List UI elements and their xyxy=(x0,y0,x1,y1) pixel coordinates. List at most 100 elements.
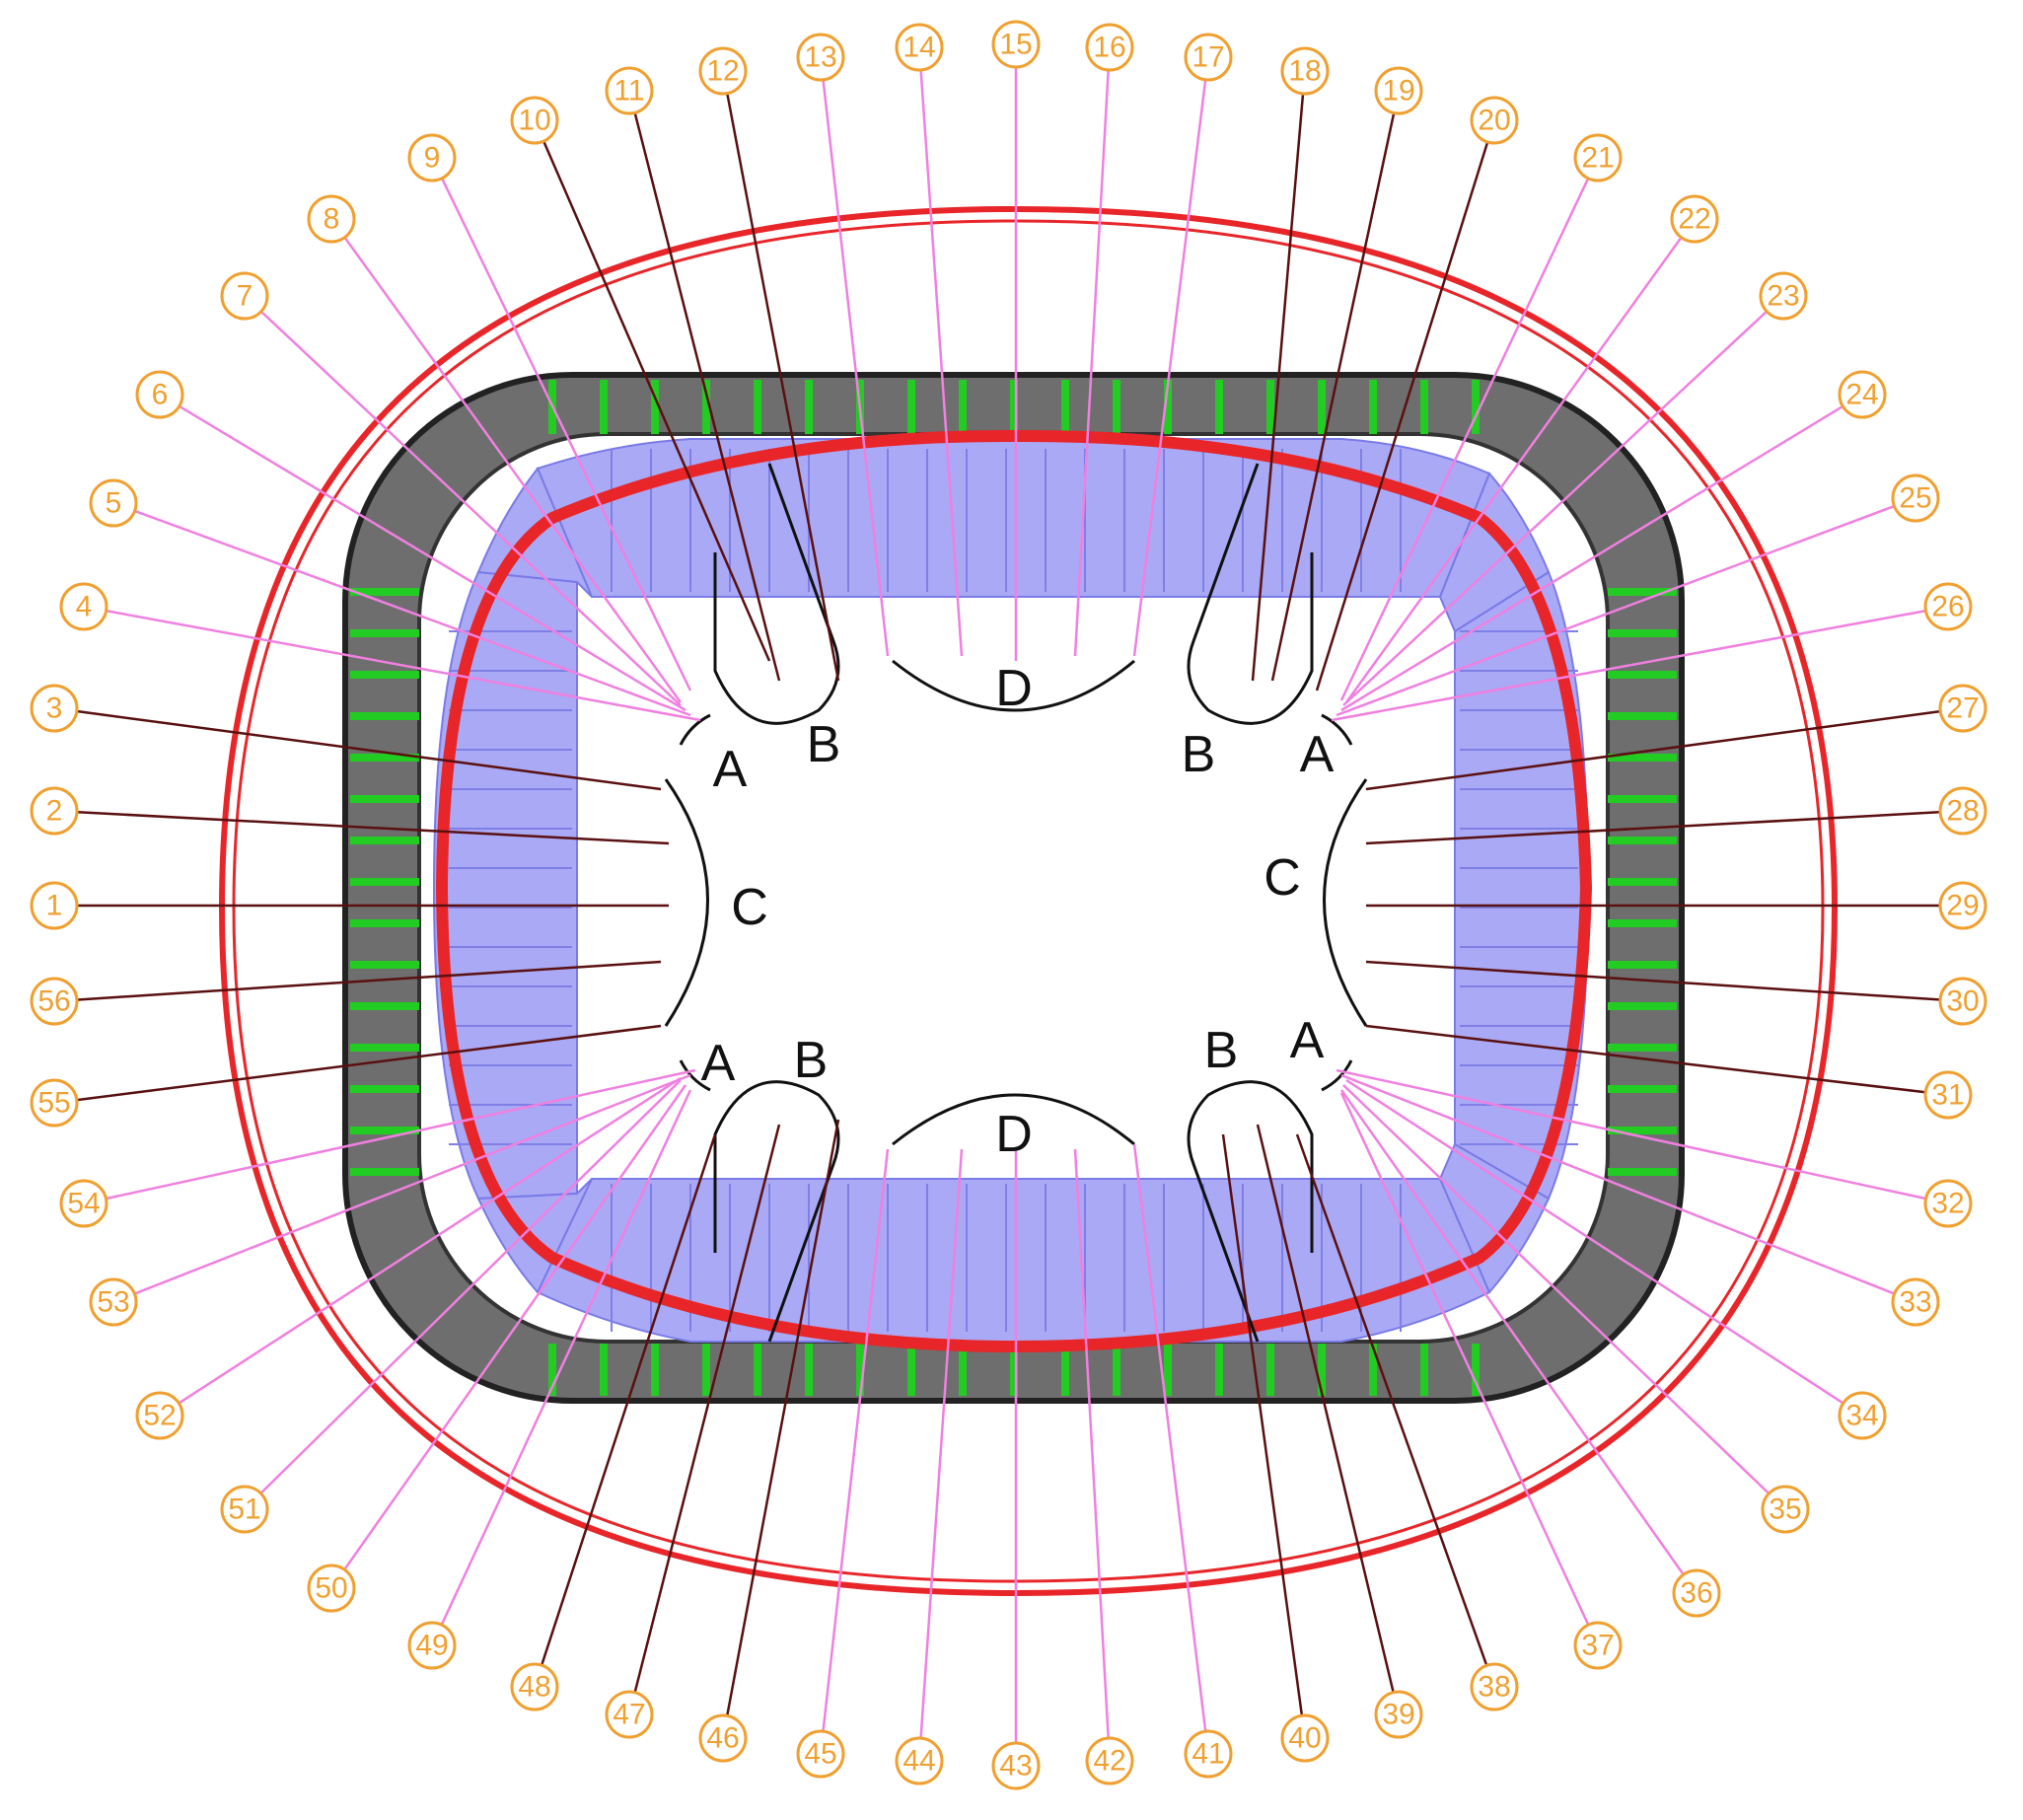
roof-panel-north xyxy=(536,438,1491,598)
axis-line-18 xyxy=(1251,94,1305,682)
axis-line-11 xyxy=(633,112,781,682)
axis-circle-38 xyxy=(1470,1662,1519,1711)
axis-line-20 xyxy=(1315,142,1489,692)
axis-circle-56 xyxy=(30,977,79,1026)
axis-number-3: 3 xyxy=(46,692,63,725)
zone-d-arc-north xyxy=(892,659,1135,712)
axis-circle-45 xyxy=(796,1729,845,1779)
axis-circle-9 xyxy=(407,133,457,182)
zone-b-loop-ne xyxy=(1187,463,1314,725)
zone-letter-labels: A B D B A C C A B D B A xyxy=(701,660,1335,1163)
zone-a-hook-sw xyxy=(679,1059,711,1092)
axis-line-23 xyxy=(1342,311,1768,706)
zone-label-c-east: C xyxy=(1264,849,1301,907)
axis-number-8: 8 xyxy=(324,203,340,236)
axis-line-16 xyxy=(1073,70,1110,657)
axis-circle-29 xyxy=(1938,881,1987,930)
axis-line-25 xyxy=(1336,505,1894,717)
axis-circle-8 xyxy=(307,194,356,244)
axis-number-30: 30 xyxy=(1946,985,1979,1018)
axis-line-46 xyxy=(726,1119,840,1715)
axis-line-27 xyxy=(1365,709,1940,791)
axis-circle-12 xyxy=(698,46,748,96)
axis-circle-44 xyxy=(895,1736,944,1785)
axis-circle-28 xyxy=(1938,786,1987,836)
axis-circle-53 xyxy=(89,1277,138,1327)
axis-number-5: 5 xyxy=(106,487,122,520)
axis-circle-21 xyxy=(1573,133,1623,182)
axis-number-18: 18 xyxy=(1288,55,1321,88)
axis-line-24 xyxy=(1340,405,1843,712)
axis-number-53: 53 xyxy=(97,1286,129,1319)
axis-circle-37 xyxy=(1573,1621,1623,1670)
axis-line-52 xyxy=(179,1076,682,1405)
axis-number-42: 42 xyxy=(1093,1745,1125,1778)
axis-number-46: 46 xyxy=(706,1722,739,1755)
axis-number-22: 22 xyxy=(1678,203,1710,236)
zone-c-arc-west xyxy=(664,778,709,1027)
axis-number-48: 48 xyxy=(518,1671,550,1704)
axis-circle-54 xyxy=(59,1179,108,1228)
axis-line-45 xyxy=(822,1148,890,1731)
axis-number-50: 50 xyxy=(315,1572,347,1605)
zone-label-d-north: D xyxy=(995,660,1033,717)
axis-number-24: 24 xyxy=(1845,379,1878,411)
zone-b-loop-nw xyxy=(713,463,840,725)
axis-line-38 xyxy=(1295,1133,1488,1665)
axis-number-14: 14 xyxy=(903,32,935,64)
zone-label-b-ne: B xyxy=(1182,726,1216,783)
axis-line-4 xyxy=(107,610,701,722)
axis-circle-42 xyxy=(1085,1736,1134,1785)
axis-circle-33 xyxy=(1891,1277,1940,1327)
axis-circle-27 xyxy=(1938,684,1987,733)
axis-circle-36 xyxy=(1672,1568,1721,1618)
zone-label-b-nw: B xyxy=(807,716,841,773)
roof-panel-south xyxy=(536,1178,1491,1343)
axis-line-8 xyxy=(344,237,683,703)
axis-number-49: 49 xyxy=(415,1630,448,1662)
axis-circle-39 xyxy=(1374,1690,1423,1739)
axis-circle-13 xyxy=(796,33,845,82)
axis-number-28: 28 xyxy=(1946,795,1979,828)
axis-line-5 xyxy=(135,510,691,717)
axis-number-15: 15 xyxy=(999,29,1032,61)
axis-line-14 xyxy=(919,70,964,657)
axis-number-37: 37 xyxy=(1581,1630,1614,1662)
axis-circle-48 xyxy=(510,1662,559,1711)
axis-circle-31 xyxy=(1923,1070,1973,1120)
axis-circle-22 xyxy=(1670,194,1719,244)
axis-circle-46 xyxy=(698,1713,748,1763)
axis-number-56: 56 xyxy=(37,985,70,1018)
axis-number-23: 23 xyxy=(1767,280,1799,313)
axis-number-47: 47 xyxy=(613,1699,645,1731)
axis-line-54 xyxy=(107,1068,696,1201)
axis-number-10: 10 xyxy=(518,105,550,137)
axis-line-21 xyxy=(1339,179,1589,701)
axis-line-19 xyxy=(1270,113,1396,682)
axis-line-13 xyxy=(822,80,890,657)
axis-line-42 xyxy=(1073,1148,1110,1738)
zone-arcs xyxy=(664,463,1368,1343)
zone-b-loop-sw xyxy=(713,1080,840,1343)
axis-circle-7 xyxy=(220,271,269,321)
stadium-structure xyxy=(218,205,1839,1597)
axis-circle-30 xyxy=(1938,977,1987,1026)
axis-number-32: 32 xyxy=(1931,1188,1964,1220)
axis-circle-34 xyxy=(1838,1391,1887,1440)
axis-number-54: 54 xyxy=(67,1188,100,1220)
axis-number-11: 11 xyxy=(614,75,644,108)
axis-circle-17 xyxy=(1184,33,1233,82)
axis-line-51 xyxy=(260,1079,682,1494)
axis-number-41: 41 xyxy=(1192,1738,1224,1771)
axis-line-41 xyxy=(1132,1143,1207,1731)
axis-circle-6 xyxy=(135,370,184,419)
axis-number-44: 44 xyxy=(903,1745,935,1778)
axis-line-49 xyxy=(440,1089,692,1625)
axis-circle-4 xyxy=(59,582,108,631)
zone-label-a-se: A xyxy=(1290,1012,1325,1069)
axis-circle-25 xyxy=(1891,473,1940,523)
axis-number-9: 9 xyxy=(424,142,441,175)
zone-label-c-west: C xyxy=(731,879,768,936)
axis-number-26: 26 xyxy=(1931,591,1964,623)
